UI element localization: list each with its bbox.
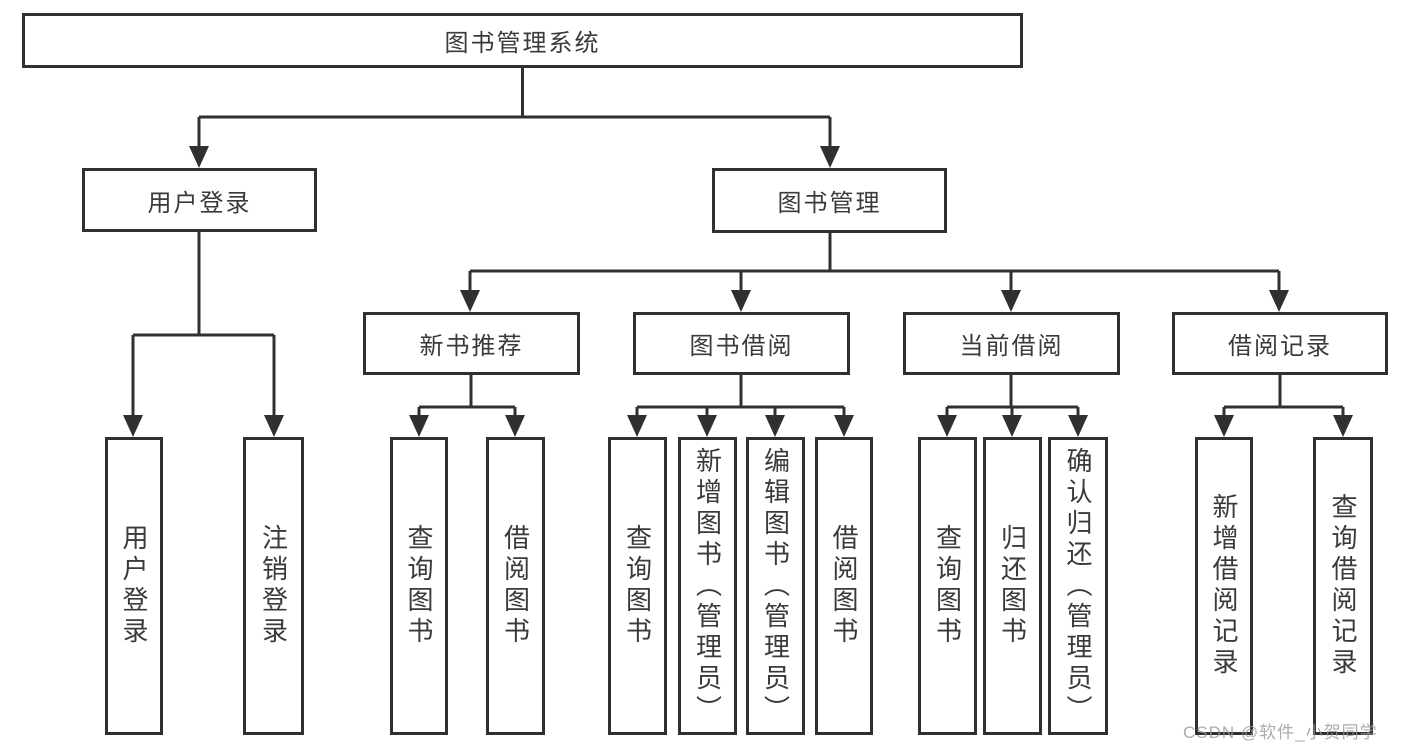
node-book-management: 图书管理 (712, 168, 947, 233)
leaf-borrow-books-2: 借阅图书 (815, 437, 873, 735)
leaf-logout: 注销登录 (243, 437, 304, 735)
leaf-query-books-3: 查询图书 (918, 437, 977, 735)
leaf-return-books: 归还图书 (983, 437, 1042, 735)
node-new-book-recommend: 新书推荐 (363, 312, 580, 375)
leaf-confirm-return-admin: 确认归还（管理员） (1048, 437, 1108, 735)
node-user-login: 用户登录 (82, 168, 317, 232)
csdn-watermark: CSDN @软件_小贺同学 (1183, 723, 1378, 742)
leaf-query-books-1: 查询图书 (390, 437, 448, 735)
node-library-management-system: 图书管理系统 (22, 13, 1023, 68)
leaf-edit-books-admin: 编辑图书（管理员） (746, 437, 805, 735)
leaf-query-borrow-record: 查询借阅记录 (1313, 437, 1373, 735)
arrowhead-icons (123, 146, 1353, 437)
leaf-add-borrow-record: 新增借阅记录 (1195, 437, 1253, 735)
leaf-borrow-books-1: 借阅图书 (486, 437, 545, 735)
leaf-add-books-admin: 新增图书（管理员） (678, 437, 737, 735)
node-book-borrowing: 图书借阅 (633, 312, 850, 375)
leaf-query-books-2: 查询图书 (608, 437, 667, 735)
node-borrowing-records: 借阅记录 (1172, 312, 1388, 375)
node-current-borrowing: 当前借阅 (903, 312, 1120, 375)
leaf-user-login: 用户登录 (105, 437, 163, 735)
